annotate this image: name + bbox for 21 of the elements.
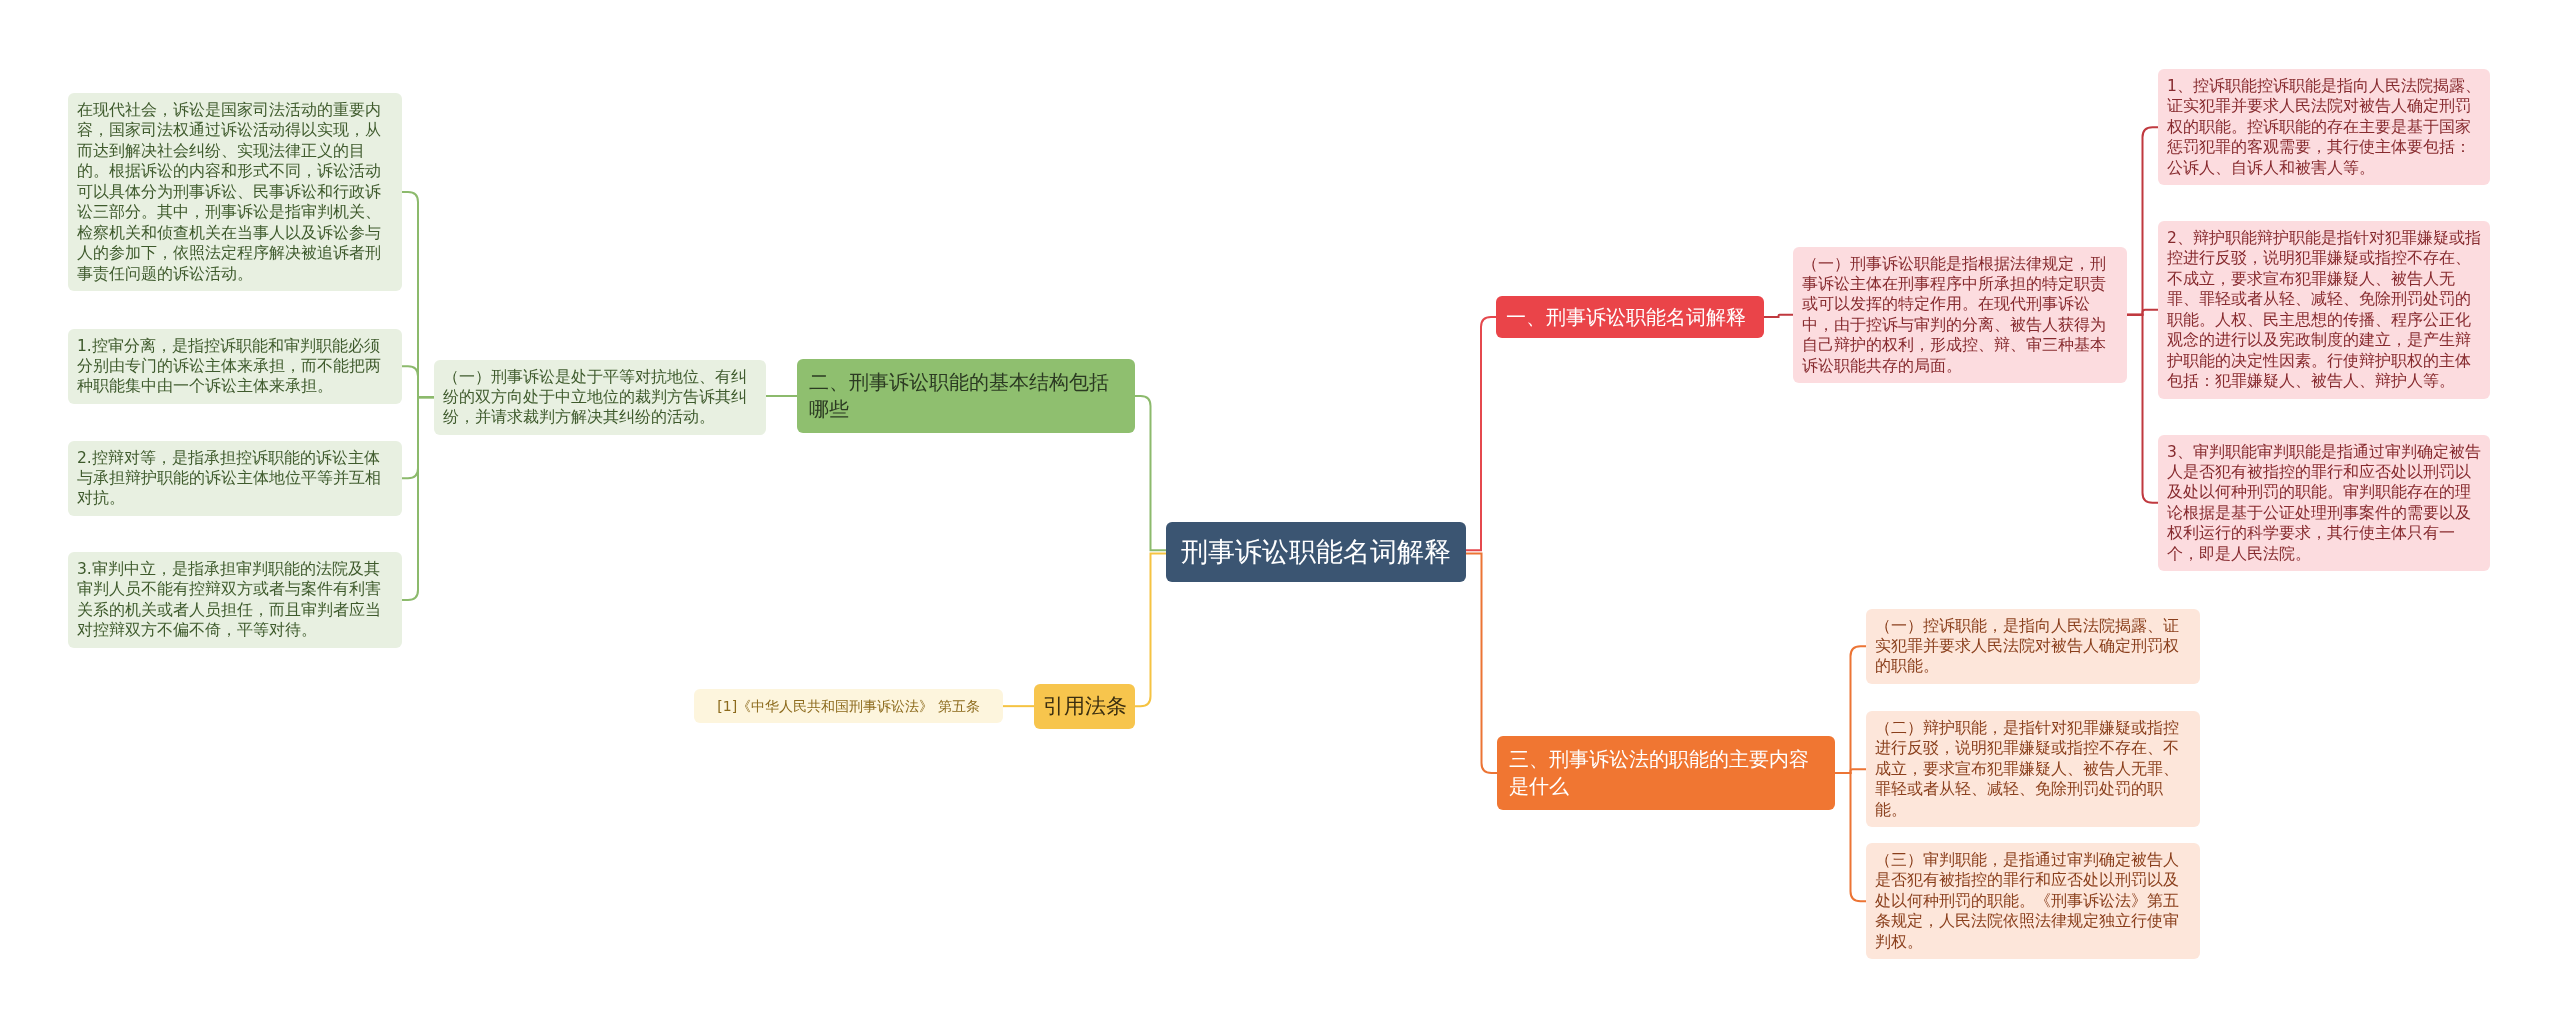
note-box: （一）刑事诉讼职能是指根据法律规定，刑事诉讼主体在刑事程序中所承担的特定职责或可以发挥的特定作用。在现代刑事诉讼中，由于控诉与审判的分离、被告人获得为自己辩护的权利，形成控、辩、审三种基本诉讼职能共存的局面。 bbox=[1793, 246, 2127, 384]
branch-topic-box: 三、刑事诉讼法的职能的主要内容是什么 bbox=[1497, 736, 1835, 810]
note-box: （一）控诉职能，是指向人民法院揭露、证实犯罪并要求人民法院对被告人确定刑罚权的职能。 bbox=[1866, 608, 2200, 684]
branch-topic-box: 引用法条 bbox=[1034, 683, 1135, 729]
central-topic-box: 刑事诉讼职能名词解释 bbox=[1166, 522, 1466, 582]
branch-line bbox=[765, 395, 798, 397]
note-box: 1.控审分离，是指控诉职能和审判职能必须分别由专门的诉讼主体来承担，而不能把两种职能集中由一个诉讼主体来承担。 bbox=[68, 328, 402, 404]
note-box: 在现代社会，诉讼是国家司法活动的重要内容，国家司法权通过诉讼活动得以实现，从而达到解决社会纠纷、实现法律正义的目的。根据诉讼的内容和形式不同，诉讼活动可以具体分为刑事诉讼、民事诉讼和行政诉讼三部分。其中，刑事诉讼是指审判机关、检察机关和侦查机关在当事人以及诉讼参与人的参加下，依照法定程序解决被追诉者刑事责任问题的诉讼活动。 bbox=[68, 93, 402, 292]
note-box: （三）审判职能，是指通过审判确定被告人是否犯有被指控的罪行和应否处以刑罚以及处以何种刑罚的职能。《刑事诉讼法》第五条规定，人民法院依照法律规定独立行使审判权。 bbox=[1866, 843, 2200, 960]
note-box: 1、控诉职能控诉职能是指向人民法院揭露、证实犯罪并要求人民法院对被告人确定刑罚权的职能。控诉职能的存在主要是基于国家惩罚犯罪的客观需要，其行使主体要包括：公诉人、自诉人和被害人等。 bbox=[2158, 69, 2490, 186]
branch-line bbox=[1002, 705, 1035, 708]
branch-topic-box: 二、刑事诉讼职能的基本结构包括哪些 bbox=[797, 359, 1135, 433]
note-box: 2、辩护职能辩护职能是指针对犯罪嫌疑或指控进行反驳，说明犯罪嫌疑或指控不存在、不成立，要求宣布犯罪嫌疑人、被告人无罪、罪轻或者从轻、减轻、免除刑罚处罚的职能。人权、民主思想的传播、程序公正化观念的进行以及宪政制度的建立，是产生辩护职能的决定性因素。行使辩护职权的主体包括：犯罪嫌疑人、被告人、辩护人等。 bbox=[2158, 221, 2490, 399]
branch-line bbox=[1763, 313, 1794, 318]
note-box: （二）辩护职能，是指针对犯罪嫌疑或指控进行反驳，说明犯罪嫌疑或指控不存在、不成立，要求宣布犯罪嫌疑人、被告人无罪、罪轻或者从轻、减轻、免除刑罚处罚的职能。 bbox=[1866, 711, 2200, 828]
note-box: （一）刑事诉讼是处于平等对抗地位、有纠纷的双方向处于中立地位的裁判方告诉其纠纷，并请求裁判方解决其纠纷的活动。 bbox=[434, 359, 766, 435]
note-box: 3.审判中立，是指承担审判职能的法院及其审判人员不能有控辩双方或者与案件有利害关系的机关或者人员担任，而且审判者应当对控辩双方不偏不倚，平等对待。 bbox=[68, 552, 402, 648]
branch-topic-box: 一、刑事诉讼职能名词解释 bbox=[1496, 296, 1764, 338]
citation-box: [1]《中华人民共和国刑事诉讼法》 第五条 bbox=[694, 689, 1003, 724]
note-box: 2.控辩对等，是指承担控诉职能的诉讼主体与承担辩护职能的诉讼主体地位平等并互相对抗。 bbox=[68, 440, 402, 516]
note-box: 3、审判职能审判职能是指通过审判确定被告人是否犯有被指控的罪行和应否处以刑罚以及处以何种刑罚的职能。审判职能存在的理论根据是基于公证处理刑事案件的需要以及权利运行的科学要求，其行使主体只有一个，即是人民法院。 bbox=[2158, 434, 2490, 572]
